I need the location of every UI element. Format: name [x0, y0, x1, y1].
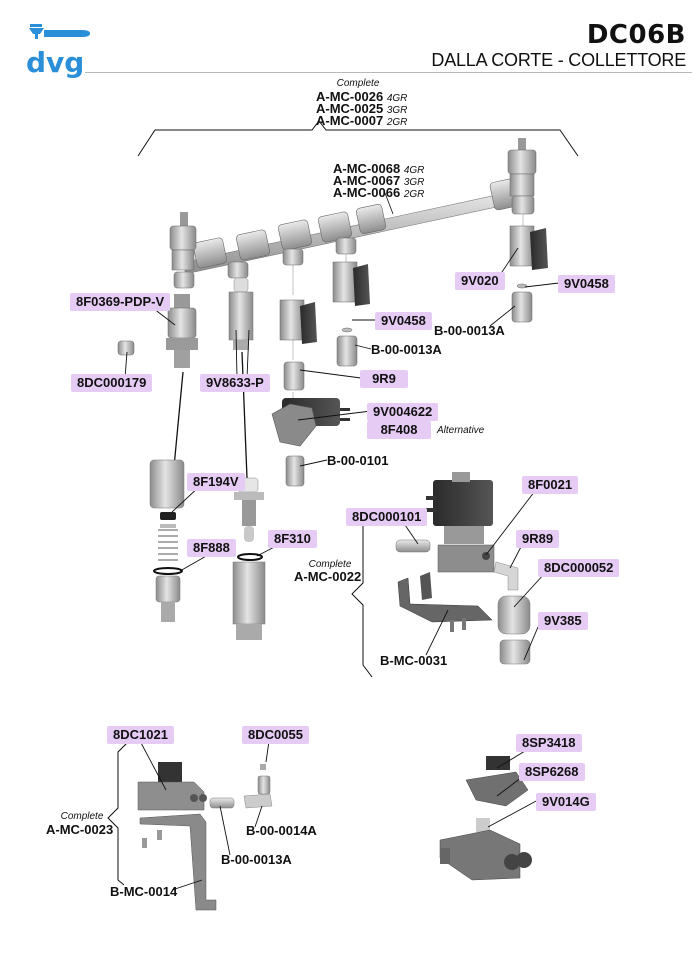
page-title: DC06B — [586, 20, 686, 50]
pressure-switch-part — [166, 294, 198, 368]
part-tag-9r89[interactable]: 9R89 — [516, 530, 560, 548]
pipe-outlet-caps — [227, 237, 357, 279]
part-tag-9v020[interactable]: 9V020 — [455, 272, 505, 290]
part-tag-8f0021[interactable]: 8F0021 — [522, 476, 579, 494]
part-tag-8sp6268[interactable]: 8SP6268 — [519, 763, 585, 781]
switch-cartridge-stack — [149, 459, 185, 622]
fittings-b-00-0013a — [283, 283, 533, 391]
alternative-note: Alternative — [437, 425, 485, 436]
part-tag-9v8633-p[interactable]: 9V8633-P — [200, 374, 270, 392]
part-label-b-mc-0014: B-MC-0014 — [110, 884, 178, 899]
overpressure-valve-part — [228, 277, 254, 350]
part-tag-9v0458[interactable]: 9V0458 — [558, 275, 615, 293]
fitting-8dc000101-part — [395, 539, 431, 553]
filter-cap-part — [497, 595, 531, 665]
part-tag-9v0458-mid[interactable]: 9V0458 — [375, 312, 432, 330]
part-tag-8f0369-pdp-v[interactable]: 8F0369-PDP-V — [70, 293, 171, 311]
top-assembly-code-3gr: A-MC-0025 3GR — [316, 101, 408, 116]
sub-assembly-2-code: A-MC-0023 — [46, 822, 114, 837]
part-label-b-00-0013a-right: B-00-0013A — [434, 323, 505, 338]
part-label-b-00-0013a-mid: B-00-0013A — [371, 342, 442, 357]
part-label-b-00-0013a-bottom: B-00-0013A — [221, 852, 292, 867]
part-tag-8dc1021[interactable]: 8DC1021 — [107, 726, 174, 744]
solenoid-valve-part — [271, 398, 350, 447]
elbow-b-00-0014a-part — [243, 764, 273, 809]
right-tee-fitting — [507, 138, 537, 215]
sub-assembly-2-caption: Complete — [60, 811, 104, 822]
part-tag-8dc000179[interactable]: 8DC000179 — [71, 374, 153, 392]
part-tag-8sp3418[interactable]: 8SP3418 — [516, 734, 582, 752]
valve-cartridge-stack — [232, 477, 266, 640]
part-tag-8f194v[interactable]: 8F194V — [187, 473, 245, 491]
top-assembly-code-2gr: A-MC-0007 2GR — [316, 113, 408, 128]
brand-text: dvg — [26, 46, 84, 79]
header-divider — [85, 72, 692, 73]
sub-assembly-1-caption: Complete — [308, 559, 352, 570]
part-tag-8dc000052[interactable]: 8DC000052 — [538, 559, 620, 577]
pipe-code-2gr: A-MC-0066 2GR — [333, 185, 425, 200]
part-tag-9v014g[interactable]: 9V014G — [536, 793, 596, 811]
flowmeter-assembly-part — [439, 756, 532, 881]
part-label-b-00-0014a: B-00-0014A — [246, 823, 317, 838]
part-tag-9v385[interactable]: 9V385 — [538, 612, 588, 630]
assembly-bracket-a-mc-0023 — [107, 741, 129, 886]
fitting-b-00-0013a-part — [209, 797, 235, 809]
top-assembly-caption: Complete — [336, 78, 380, 89]
solenoid-8f0021-part — [426, 472, 495, 573]
part-label-b-00-0101: B-00-0101 — [327, 453, 389, 468]
part-tag-8f888[interactable]: 8F888 — [187, 539, 236, 557]
part-tag-8f408[interactable]: 8F408 — [367, 421, 431, 439]
assembly-bracket-a-mc-0022 — [351, 525, 373, 678]
dvg-logo: dvg — [24, 22, 96, 84]
tap-valve-left — [279, 299, 317, 344]
tap-valve-right — [509, 225, 548, 270]
elbow-9r89-part — [493, 561, 519, 591]
plug-part — [117, 340, 135, 356]
fitting-b-00-0101 — [285, 455, 305, 487]
pipe-code-4gr: A-MC-0068 4GR — [333, 161, 425, 176]
tap-valve-mid — [332, 261, 370, 306]
block-8dc1021-part — [137, 762, 207, 811]
manifold-pipe — [184, 177, 523, 275]
part-tag-8f310[interactable]: 8F310 — [268, 530, 317, 548]
part-tag-9r9[interactable]: 9R9 — [360, 370, 408, 388]
top-assembly-code-4gr: A-MC-0026 4GR — [316, 89, 408, 104]
part-tag-9v004622[interactable]: 9V004622 — [367, 403, 439, 421]
part-label-b-mc-0031: B-MC-0031 — [380, 653, 448, 668]
part-tag-8dc0055[interactable]: 8DC0055 — [242, 726, 309, 744]
top-assembly-bracket — [137, 120, 579, 157]
bracket-b-mc-0031-part — [397, 572, 493, 632]
bracket-b-mc-0014-part — [139, 813, 217, 911]
sub-assembly-1-code: A-MC-0022 — [294, 569, 362, 584]
left-tee-fitting — [169, 212, 197, 289]
part-tag-8dc000101[interactable]: 8DC000101 — [346, 508, 428, 526]
page-subtitle: DALLA CORTE - COLLETTORE — [431, 50, 686, 70]
pipe-code-3gr: A-MC-0067 3GR — [333, 173, 425, 188]
